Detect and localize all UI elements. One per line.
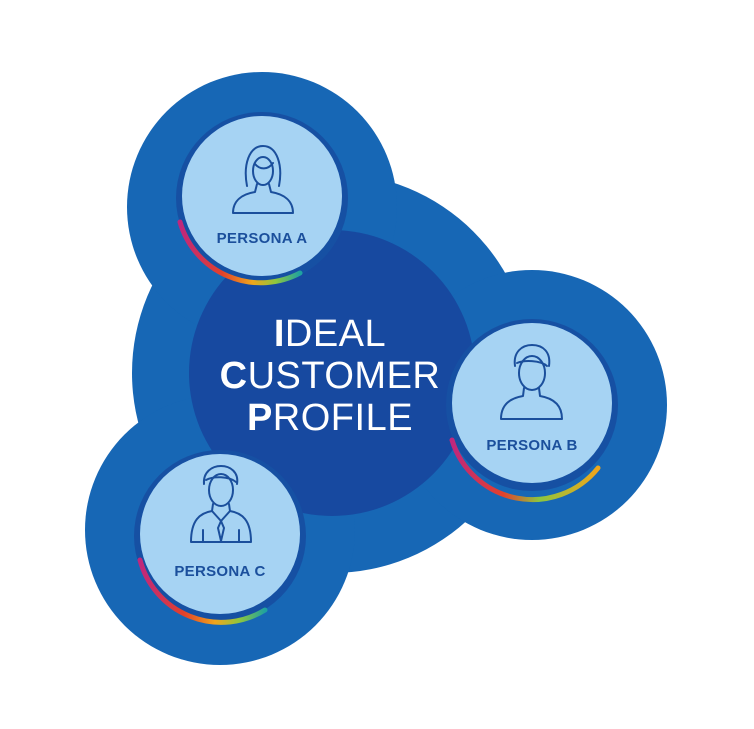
persona-b-gradient-arc [449, 437, 601, 503]
persona-c-gradient-arc [137, 557, 268, 625]
core-title-line-1: IDEAL [274, 313, 386, 355]
core-title: IDEAL CUSTOMER PROFILE [220, 313, 441, 439]
persona-b-disc [452, 323, 612, 483]
core-title-line-3: PROFILE [247, 397, 413, 439]
persona-c-label: PERSONA C [174, 563, 265, 580]
persona-a: PERSONA A [176, 112, 348, 286]
man-icon [500, 344, 563, 420]
core-circle [189, 230, 475, 516]
core-title-line-2: CUSTOMER [220, 355, 441, 397]
persona-b-label: PERSONA B [486, 437, 577, 454]
persona-a-disc [182, 116, 342, 276]
persona-a-label: PERSONA A [217, 230, 308, 247]
persona-c: PERSONA C [134, 450, 306, 625]
persona-b: PERSONA B [446, 319, 618, 503]
businessman-icon [190, 465, 252, 543]
woman-icon [232, 145, 294, 214]
persona-a-gradient-arc [177, 219, 303, 286]
